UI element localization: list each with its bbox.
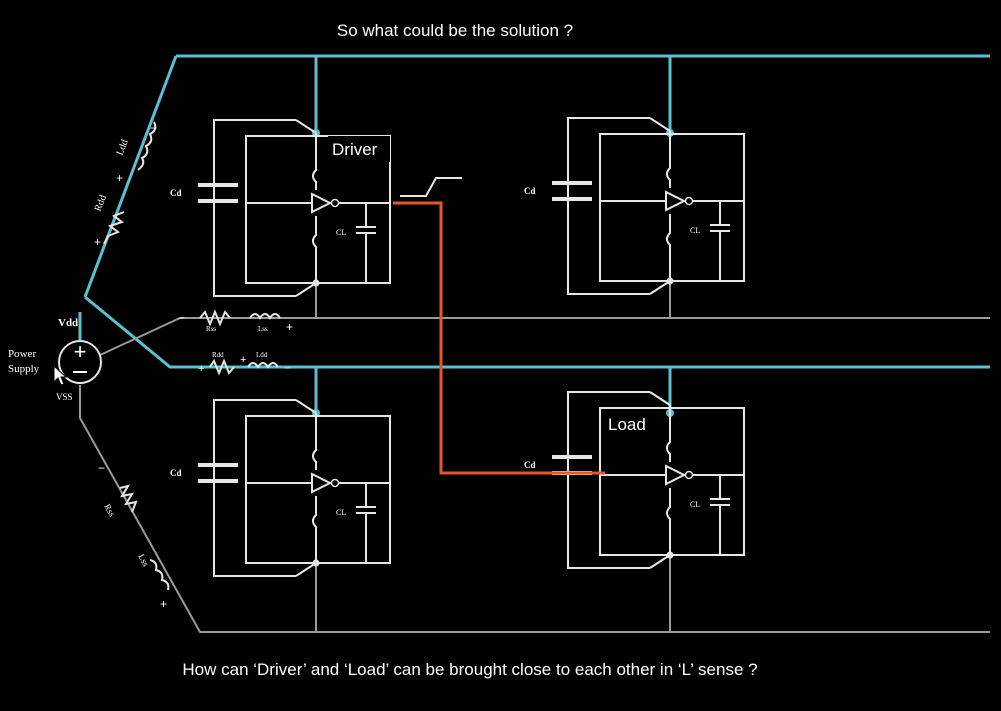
rising-edge-waveform: [400, 177, 462, 197]
cell-power-spine: [666, 131, 671, 281]
inverter-bubble: [330, 478, 340, 488]
power-label: Power: [8, 348, 36, 360]
gnd-rail-bottom: [79, 385, 990, 633]
inverter-icon: [311, 192, 333, 214]
inverter-icon: [665, 190, 687, 212]
cell-power-spine: [666, 405, 671, 555]
supply-plus-sign: +: [74, 339, 87, 364]
lss-label-middle: Lss: [258, 325, 268, 333]
cell-power-spine: [312, 133, 317, 283]
gnd-network: [79, 273, 990, 633]
rss-minus: −: [178, 311, 185, 325]
vdd-label: Vdd: [58, 317, 78, 329]
cell-vdd-corner: [649, 117, 671, 132]
cell-gnd-corner: [295, 282, 317, 297]
rss-resistor-lower: [119, 484, 138, 513]
supply-label: Supply: [8, 363, 40, 375]
rdd-label-middle: Rdd: [212, 351, 224, 359]
vdd-network: [78, 54, 990, 413]
rss-label-middle: Rss: [206, 325, 216, 333]
cl-label: CL: [336, 508, 346, 517]
vdd-supply-wire-upper: [83, 55, 178, 298]
inverter-bubble: [684, 470, 694, 480]
cell-bottom-left: CL Cd: [170, 399, 391, 577]
rdd-plus: +: [94, 235, 101, 249]
vdd-rail-middle: [84, 295, 990, 369]
lss-inductor-middle: [249, 313, 281, 320]
cell-top-right: CL Cd: [524, 117, 745, 295]
ldd-inductor-middle: [247, 362, 279, 369]
cd-plate-top: [198, 183, 238, 187]
cell-bottom-right: CL Cd: [524, 391, 745, 569]
cd-label: Cd: [170, 188, 182, 198]
rss-resistor-middle: [199, 309, 231, 327]
ldd-minus: −: [150, 121, 157, 135]
cd-label: Cd: [524, 186, 536, 196]
cd-plate-top: [552, 455, 592, 459]
cell-power-spine: [312, 413, 317, 563]
inverter-icon: [311, 472, 333, 494]
cell-gnd-corner: [649, 554, 671, 569]
mouse-cursor-icon: [53, 364, 68, 386]
lss-inductor-lower: [149, 559, 170, 591]
rdd-resistor-middle: [209, 358, 235, 376]
ldd-plus-middle: +: [240, 354, 246, 366]
power-supply: +: [58, 339, 102, 384]
cd-plate-top: [198, 463, 238, 467]
cell-gnd-dot: [312, 279, 320, 287]
vss-label: VSS: [56, 392, 73, 402]
lss-plus-lower: +: [160, 597, 167, 611]
cell-gnd-corner: [295, 562, 317, 577]
cd-plate-bottom: [552, 197, 592, 201]
load-label-bg: [605, 410, 657, 436]
cd-plate-bottom: [198, 479, 238, 483]
load-label: Load: [608, 415, 646, 434]
cell-vdd-corner: [295, 399, 317, 414]
ldd-label-upper: Ldd: [115, 138, 131, 157]
gnd-supply-wire-upper: [84, 317, 181, 363]
driver-label: Driver: [332, 140, 378, 159]
cell-gnd-dot: [666, 551, 674, 559]
cd-plate-top: [552, 181, 592, 185]
ldd-minus-middle: −: [284, 361, 291, 375]
inverter-bubble: [684, 196, 694, 206]
lss-plus: +: [286, 320, 293, 334]
ldd-plus: +: [116, 171, 123, 185]
cd-label: Cd: [524, 460, 536, 470]
driver-label-bg: [328, 136, 390, 162]
rss-label-lower: Rss: [102, 502, 117, 519]
lss-label-lower: Lss: [136, 552, 151, 568]
cd-label: Cd: [170, 468, 182, 478]
cell-vdd-corner: [295, 119, 317, 134]
cd-plate-bottom: [198, 199, 238, 203]
cell-outer-loop: [213, 119, 296, 297]
slide-caption: How can ‘Driver’ and ‘Load’ can be broug…: [182, 660, 757, 679]
rdd-label-upper: Rdd: [93, 194, 109, 214]
cell-top-left: CL Cd: [170, 119, 391, 297]
rdd-plus-middle: +: [198, 363, 204, 375]
power-supply-symbol: [58, 340, 102, 384]
rss-minus-lower: −: [98, 461, 105, 475]
cell-gnd-dot: [312, 559, 320, 567]
cell-gnd-corner: [649, 280, 671, 295]
cell-vdd-corner: [649, 391, 671, 406]
inverter-icon: [665, 464, 687, 486]
ldd-label-middle: Ldd: [256, 351, 268, 359]
cell-outer-loop: [567, 117, 650, 295]
cl-label: CL: [690, 226, 700, 235]
rdd-resistor-upper: [103, 211, 125, 245]
cl-label: CL: [690, 500, 700, 509]
ldd-inductor-upper: [137, 121, 157, 171]
cell-outer-loop: [213, 399, 296, 577]
slide-title: So what could be the solution ?: [337, 21, 573, 40]
driver-to-load-wire: [393, 201, 605, 475]
cell-gnd-dot: [666, 277, 674, 285]
inverter-bubble: [330, 198, 340, 208]
cl-label: CL: [336, 228, 346, 237]
